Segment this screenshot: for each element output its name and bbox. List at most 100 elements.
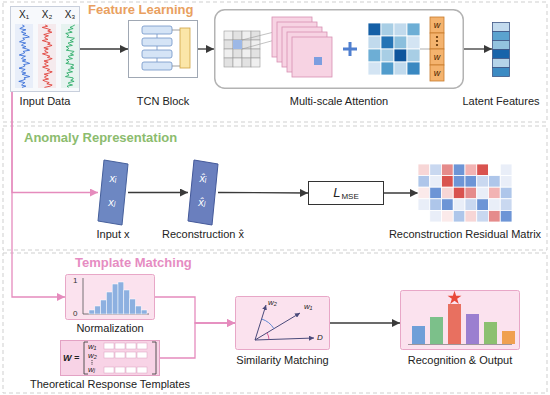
residual-cell bbox=[465, 199, 477, 211]
residual-cell bbox=[418, 210, 430, 222]
plus-symbol bbox=[343, 42, 357, 56]
series-label: X₂ bbox=[42, 9, 53, 21]
axis-tick: 0 bbox=[73, 309, 77, 318]
tcn-layer bbox=[142, 62, 172, 70]
matrix-row: w₂ bbox=[88, 351, 97, 360]
weight-cell bbox=[430, 33, 444, 49]
residual-cell bbox=[500, 210, 512, 222]
histogram-bar bbox=[124, 290, 130, 314]
tcn-link bbox=[157, 46, 158, 50]
residual-cell bbox=[500, 164, 512, 176]
vector-symbol: x̂ⱼ bbox=[198, 196, 205, 209]
matrix-cell bbox=[137, 352, 147, 358]
input-grid-cell bbox=[242, 58, 251, 67]
time-series-line bbox=[65, 25, 74, 87]
histogram-bar bbox=[130, 299, 136, 314]
section-frame bbox=[3, 253, 547, 393]
loss-box: LMSE bbox=[308, 181, 384, 205]
residual-cell bbox=[465, 210, 477, 222]
histogram-bar bbox=[95, 306, 101, 314]
node-illustration bbox=[65, 274, 155, 320]
matrix-cell bbox=[104, 343, 114, 349]
baseline bbox=[408, 344, 512, 345]
connector-arrow bbox=[155, 297, 235, 323]
caption: TCN Block bbox=[137, 95, 190, 108]
input-slab: xᵢxⱼInput x bbox=[98, 160, 128, 225]
input-grid-cell bbox=[233, 58, 242, 67]
series-band bbox=[15, 24, 33, 88]
input-grid-cell bbox=[251, 49, 260, 58]
star-marker bbox=[448, 291, 462, 304]
attention-cell bbox=[381, 49, 394, 62]
latent-cell bbox=[493, 59, 510, 68]
residual-cell bbox=[418, 176, 430, 188]
loss-subscript: MSE bbox=[341, 192, 358, 201]
series-band bbox=[61, 24, 79, 88]
residual-cell bbox=[489, 187, 501, 199]
section-title: Anomaly Representation bbox=[24, 131, 177, 146]
residual-cell bbox=[500, 187, 512, 199]
connector-arrow bbox=[464, 48, 492, 49]
latent-cell bbox=[493, 41, 510, 50]
vector-symbol: x̂ᵢ bbox=[200, 172, 207, 185]
attention-cell bbox=[368, 23, 381, 36]
input-grid-cell bbox=[233, 49, 242, 58]
histogram-bar bbox=[135, 306, 141, 314]
vector-label: D bbox=[317, 333, 323, 342]
box-outline bbox=[129, 21, 198, 78]
node-illustration bbox=[214, 9, 464, 89]
connector-arrow bbox=[384, 192, 418, 193]
ellipsis-dot bbox=[91, 364, 92, 365]
series-band bbox=[38, 24, 56, 88]
projection-line bbox=[420, 49, 430, 50]
residual-cell bbox=[453, 164, 465, 176]
residual-cell bbox=[442, 199, 454, 211]
matrix-cell bbox=[115, 343, 125, 349]
result-bar bbox=[430, 317, 443, 344]
residual-cell bbox=[430, 210, 442, 222]
residual-cell bbox=[489, 199, 501, 211]
latent-vector: Latent Features bbox=[492, 22, 510, 76]
residual-cell bbox=[442, 164, 454, 176]
matrix-row: wⱼ bbox=[88, 365, 95, 374]
residual-cell bbox=[489, 210, 501, 222]
box-outline bbox=[309, 182, 384, 205]
caption: Similarity Matching bbox=[236, 354, 328, 367]
section-frame bbox=[3, 2, 547, 122]
residual-cell bbox=[430, 199, 442, 211]
latent-cell bbox=[493, 50, 510, 59]
residual-cell bbox=[442, 187, 454, 199]
residual-cell bbox=[489, 176, 501, 188]
residual-cell bbox=[453, 210, 465, 222]
attention-cell bbox=[407, 23, 420, 36]
matrix-cell bbox=[104, 352, 114, 358]
attention-panel: Multi-scale Attention bbox=[214, 9, 464, 89]
ellipsis-dot bbox=[91, 362, 92, 363]
residual-cell bbox=[453, 176, 465, 188]
histogram-bar bbox=[112, 284, 118, 314]
tcn-link bbox=[172, 30, 180, 66]
input-data-plot: X₁X₂X₃Input Data bbox=[10, 6, 80, 92]
histogram-bar bbox=[141, 310, 147, 314]
residual-cell bbox=[465, 164, 477, 176]
data-slab bbox=[188, 160, 218, 225]
weight-symbol: w bbox=[434, 65, 441, 81]
ellipsis-dot bbox=[436, 44, 438, 46]
result-bar bbox=[466, 314, 479, 344]
connector-arrow bbox=[12, 92, 65, 297]
node-illustration bbox=[235, 296, 330, 350]
angle-arc bbox=[267, 333, 269, 340]
caption: Normalization bbox=[76, 322, 143, 335]
latent-cell bbox=[493, 32, 510, 41]
residual-cell bbox=[418, 187, 430, 199]
connector-arrow bbox=[80, 48, 128, 49]
connector-arrow bbox=[218, 192, 308, 194]
attention-cell bbox=[394, 23, 407, 36]
attention-cell bbox=[407, 36, 420, 49]
input-grid-cell bbox=[251, 31, 260, 40]
residual-cell bbox=[442, 210, 454, 222]
node-illustration bbox=[188, 160, 218, 225]
angle-arc bbox=[262, 319, 274, 329]
histogram-bar bbox=[89, 310, 95, 314]
caption: Reconstruction Residual Matrix bbox=[389, 228, 541, 241]
